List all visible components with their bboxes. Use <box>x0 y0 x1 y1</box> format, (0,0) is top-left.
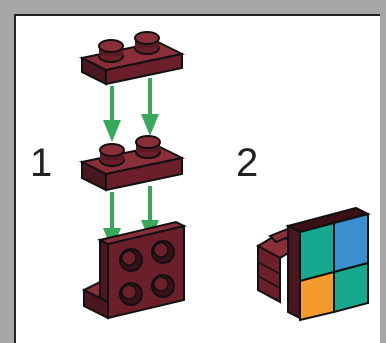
stud <box>151 240 175 264</box>
stud <box>134 31 160 55</box>
tile-teal <box>333 261 369 314</box>
stud <box>99 143 125 167</box>
tile-orange <box>299 270 335 322</box>
arrow-down-icon <box>103 86 121 142</box>
bracket-2x2 <box>81 220 187 320</box>
stud <box>119 248 143 272</box>
page-edge <box>380 14 386 343</box>
arrow-down-icon <box>141 78 159 136</box>
stud <box>135 135 161 159</box>
step-number-2: 2 <box>236 141 259 185</box>
step-number-1: 1 <box>30 141 53 185</box>
stud <box>119 282 143 306</box>
tile-blue <box>333 212 369 274</box>
stud <box>98 39 124 63</box>
assembled-model <box>255 206 371 322</box>
plate-1x2-middle <box>78 135 186 192</box>
plate-1x2-top <box>78 31 186 86</box>
stud <box>151 274 175 298</box>
tile-teal <box>299 221 335 283</box>
